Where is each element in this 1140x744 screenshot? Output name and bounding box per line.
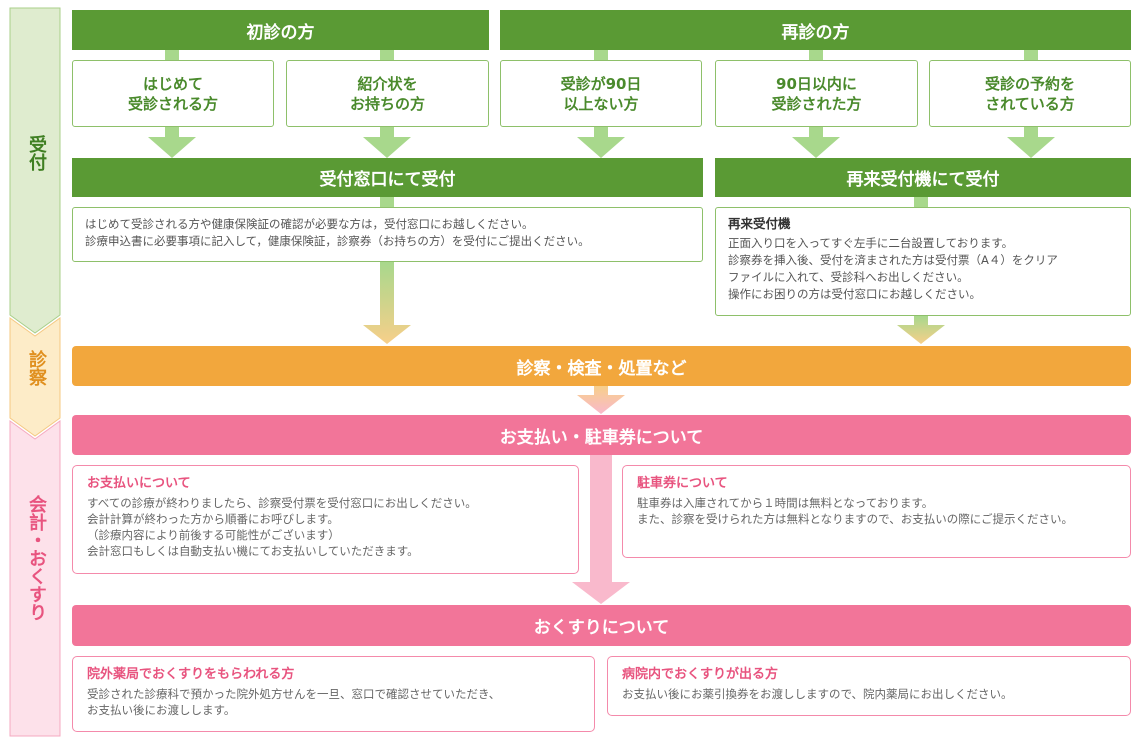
arrow-down xyxy=(363,127,411,158)
exam-bar: 診察・検査・処置など xyxy=(72,346,1131,386)
inside-pharmacy-info: 病院内でおくすりが出る方 お支払い後にお薬引換券をお渡ししますので、院内薬局にお… xyxy=(607,656,1131,716)
category-referral: 紹介状を お持ちの方 xyxy=(286,60,489,127)
stage-reception-label: 受付 xyxy=(26,135,47,171)
parking-info: 駐車券について 駐車券は入庫されてから１時間は無料となっております。 また、診察… xyxy=(622,465,1131,558)
arrow-to-exam xyxy=(363,262,411,344)
connector xyxy=(165,50,179,60)
stage-payment-shape xyxy=(9,420,61,737)
revisit-header: 再診の方 xyxy=(500,10,1131,50)
reentry-machine-info: 再来受付機 正面入り口を入ってすぐ左手に二台設置しております。 診察券を挿入後、… xyxy=(715,207,1131,316)
reception-window-bar: 受付窓口にて受付 xyxy=(72,158,703,197)
arrow-to-medicine xyxy=(572,455,630,604)
connector xyxy=(1024,50,1038,60)
arrow-to-payment xyxy=(577,386,625,414)
arrow-down xyxy=(1007,127,1055,158)
category-reservation: 受診の予約を されている方 xyxy=(929,60,1131,127)
outside-pharmacy-info: 院外薬局でおくすりをもらわれる方 受診された診療科で預かった院外処方せんを一旦、… xyxy=(72,656,595,732)
connector xyxy=(809,50,823,60)
payment-info: お支払いについて すべての診療が終わりましたら、診察受付票を受付窓口にお出しくだ… xyxy=(72,465,579,574)
arrow-down xyxy=(148,127,196,158)
arrow-down xyxy=(577,127,625,158)
arrow-down xyxy=(792,127,840,158)
category-within-90-days: 90日以内に 受診された方 xyxy=(715,60,918,127)
reception-window-info: はじめて受診される方や健康保険証の確認が必要な方は，受付窓口にお越しください。 … xyxy=(72,207,703,262)
arrow-to-exam xyxy=(897,316,945,344)
stage-exam-shape xyxy=(9,317,61,437)
category-first-time: はじめて 受診される方 xyxy=(72,60,274,127)
reentry-machine-bar: 再来受付機にて受付 xyxy=(715,158,1131,197)
stage-exam-label: 診察 xyxy=(26,350,47,386)
first-visit-header: 初診の方 xyxy=(72,10,489,50)
connector xyxy=(380,50,394,60)
connector xyxy=(594,50,608,60)
payment-bar: お支払い・駐車券について xyxy=(72,415,1131,455)
stage-payment-label: 会計・おくすり xyxy=(26,495,47,621)
stage-reception-shape xyxy=(9,7,61,334)
stage-column xyxy=(9,7,61,737)
medicine-bar: おくすりについて xyxy=(72,605,1131,646)
category-over-90-days: 受診が90日 以上ない方 xyxy=(500,60,702,127)
